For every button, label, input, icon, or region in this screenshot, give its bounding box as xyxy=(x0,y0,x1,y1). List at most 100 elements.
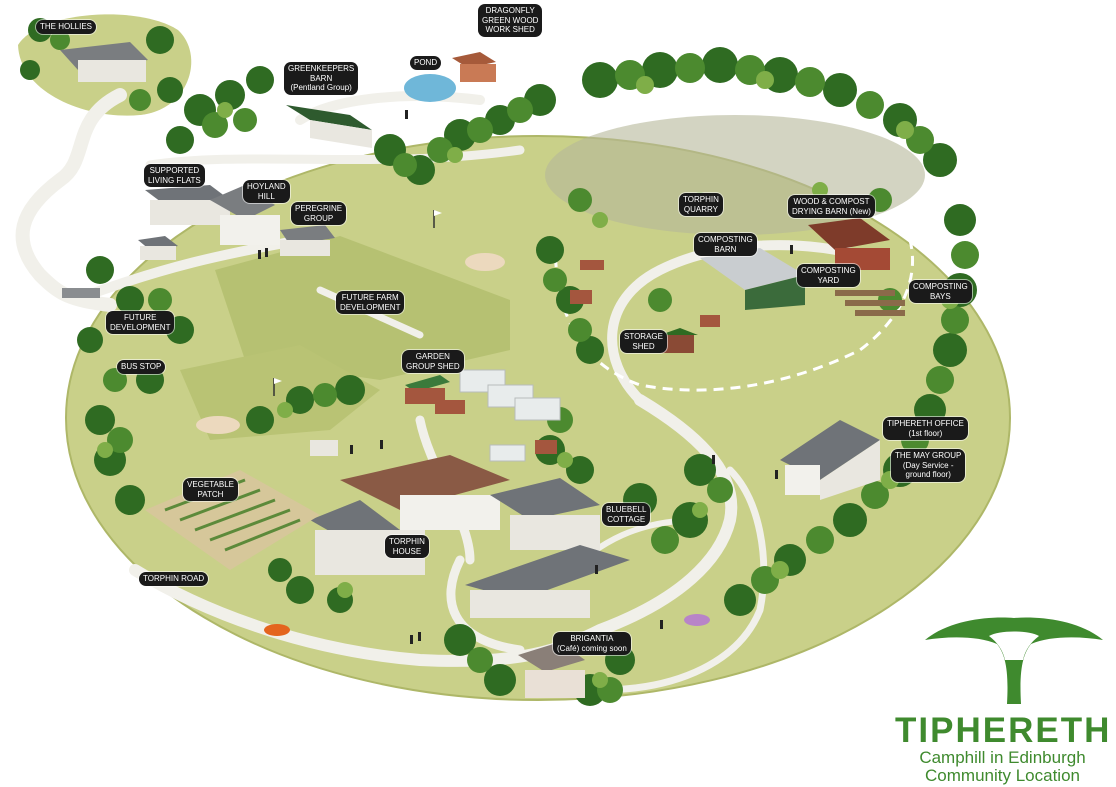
label-greenkeepers-line3: (Pentland Group) xyxy=(290,83,352,92)
label-torphin-road-line1: TORPHIN ROAD xyxy=(143,574,205,583)
small-sheds-quarry xyxy=(570,260,720,327)
label-hoyland-hill: HOYLAND HILL xyxy=(243,180,290,203)
car-orange xyxy=(264,624,290,636)
people xyxy=(258,110,793,644)
label-drying-barn-line2: DRYING BARN (New) xyxy=(792,206,871,216)
label-drying-barn-line1: WOOD & COMPOST xyxy=(793,197,870,206)
label-storage-shed: STORAGE SHED xyxy=(620,330,667,353)
label-may-group-line2: (Day Service - xyxy=(902,460,954,470)
greenkeepers-barn-building xyxy=(286,105,372,148)
label-peregrine-group: PEREGRINE GROUP xyxy=(291,202,347,225)
hollies-house xyxy=(60,42,148,82)
label-future-farm-line2: DEVELOPMENT xyxy=(340,302,401,312)
label-composting-bays-line2: BAYS xyxy=(929,291,951,301)
label-future-development: FUTURE DEVELOPMENT xyxy=(106,311,175,334)
label-wood-compost-barn: WOOD & COMPOST DRYING BARN (New) xyxy=(788,195,875,218)
label-peregrine-line2: GROUP xyxy=(303,213,334,223)
tiphereth-logo-icon xyxy=(925,617,1103,704)
label-torphin-house-line1: TORPHIN xyxy=(389,537,425,546)
bus-stop-shelter xyxy=(62,288,100,298)
label-storage-line1: STORAGE xyxy=(624,332,663,341)
label-bus-stop-line1: BUS STOP xyxy=(121,362,162,371)
field-lower xyxy=(180,345,380,440)
brand-name: TIPHERETH xyxy=(895,711,1112,750)
label-the-hollies-line1: THE HOLLIES xyxy=(40,22,93,31)
label-supported-living: SUPPORTED LIVING FLATS xyxy=(144,164,205,187)
label-veg-line1: VEGETABLE xyxy=(187,480,234,489)
label-garden-shed-line2: GROUP SHED xyxy=(406,361,460,371)
label-tiphereth-office: TIPHERETH OFFICE (1st floor) xyxy=(883,417,968,440)
label-future-farm: FUTURE FARM DEVELOPMENT xyxy=(336,291,405,314)
label-veg-line2: PATCH xyxy=(197,489,224,499)
label-supported-line2: LIVING FLATS xyxy=(148,175,201,185)
bunker-lower xyxy=(196,416,240,434)
label-office-line1: TIPHERETH OFFICE xyxy=(887,419,964,428)
label-may-group-line1: THE MAY GROUP xyxy=(895,451,962,460)
bluebell-cottage-building xyxy=(490,478,600,550)
label-composting-bays-line1: COMPOSTING xyxy=(913,282,968,291)
label-torphin-house: TORPHIN HOUSE xyxy=(385,535,429,558)
label-brigantia: BRIGANTIA (Café) coming soon xyxy=(553,632,631,655)
label-greenkeepers-barn: GREENKEEPERS BARN (Pentland Group) xyxy=(284,62,359,95)
brand-tagline-2: Community Location xyxy=(925,766,1080,785)
label-bluebell-line1: BLUEBELL xyxy=(606,505,647,514)
label-garden-shed-line1: GARDEN xyxy=(415,352,450,361)
label-composting-bays: COMPOSTING BAYS xyxy=(909,280,972,303)
label-future-dev-line1: FUTURE xyxy=(124,313,157,322)
dragonfly-shed-building xyxy=(452,52,496,82)
label-hoyland-line2: HILL xyxy=(257,191,275,201)
pond-water xyxy=(404,74,456,102)
label-dragonfly-line2: GREEN WOOD xyxy=(482,15,539,25)
tree-clusters xyxy=(20,18,979,706)
brand-tagline-1: Camphill in Edinburgh xyxy=(919,748,1086,767)
composting-barn-building xyxy=(700,248,805,310)
label-torphin-quarry: TORPHIN QUARRY xyxy=(679,193,723,216)
label-composting-barn-line2: BARN xyxy=(714,244,737,254)
flag-lower xyxy=(273,378,282,396)
peregrine-building xyxy=(280,225,335,256)
label-greenkeepers-line2: BARN xyxy=(310,73,333,83)
label-brigantia-line1: BRIGANTIA xyxy=(570,634,614,643)
label-composting-yard-line2: YARD xyxy=(817,275,840,285)
hoyland-hill-building xyxy=(210,185,280,245)
label-hoyland-line1: HOYLAND xyxy=(247,182,286,191)
label-composting-yard-line1: COMPOSTING xyxy=(801,266,856,275)
label-vegetable-patch: VEGETABLE PATCH xyxy=(183,478,238,501)
label-future-farm-line1: FUTURE FARM xyxy=(341,293,399,302)
tiphereth-brand: TIPHERETH Camphill in Edinburgh Communit… xyxy=(895,608,1112,785)
composting-bays xyxy=(835,290,905,316)
label-composting-yard: COMPOSTING YARD xyxy=(797,264,860,287)
label-the-hollies: THE HOLLIES xyxy=(36,20,97,34)
label-may-group-line3: ground floor) xyxy=(905,470,951,479)
storage-shed-building xyxy=(660,328,698,353)
long-row-building xyxy=(465,545,630,618)
tiphereth-office-building xyxy=(780,420,880,500)
label-may-group: THE MAY GROUP (Day Service - ground floo… xyxy=(891,449,966,482)
label-quarry-line2: QUARRY xyxy=(683,204,718,214)
label-greenkeepers-line1: GREENKEEPERS xyxy=(288,64,355,73)
label-brigantia-line2: (Café) coming soon xyxy=(557,643,627,653)
label-future-dev-line2: DEVELOPMENT xyxy=(110,322,171,332)
label-quarry-line1: TORPHIN xyxy=(683,195,719,204)
small-shed-center xyxy=(310,400,557,456)
label-storage-line2: SHED xyxy=(632,341,655,351)
label-torphin-road: TORPHIN ROAD xyxy=(139,572,209,586)
label-dragonfly-line3: WORK SHED xyxy=(485,25,535,34)
label-office-line2: (1st floor) xyxy=(908,428,943,438)
label-dragonfly: DRAGONFLY GREEN WOOD WORK SHED xyxy=(478,4,543,37)
car-purple xyxy=(684,614,710,626)
label-pond: POND xyxy=(410,56,442,70)
label-garden-group-shed: GARDEN GROUP SHED xyxy=(402,350,464,373)
label-peregrine-line1: PEREGRINE xyxy=(295,204,343,213)
supported-living-building xyxy=(145,185,230,225)
label-bluebell-cottage: BLUEBELL COTTAGE xyxy=(602,503,651,526)
label-composting-barn: COMPOSTING BARN xyxy=(694,233,757,256)
label-dragonfly-line1: DRAGONFLY xyxy=(485,6,535,15)
label-bluebell-line2: COTTAGE xyxy=(607,514,646,524)
label-pond-line1: POND xyxy=(414,58,438,67)
bunker-upper xyxy=(465,253,505,271)
label-bus-stop: BUS STOP xyxy=(117,360,166,374)
greenhouses xyxy=(459,369,561,462)
label-composting-barn-line1: COMPOSTING xyxy=(698,235,753,244)
